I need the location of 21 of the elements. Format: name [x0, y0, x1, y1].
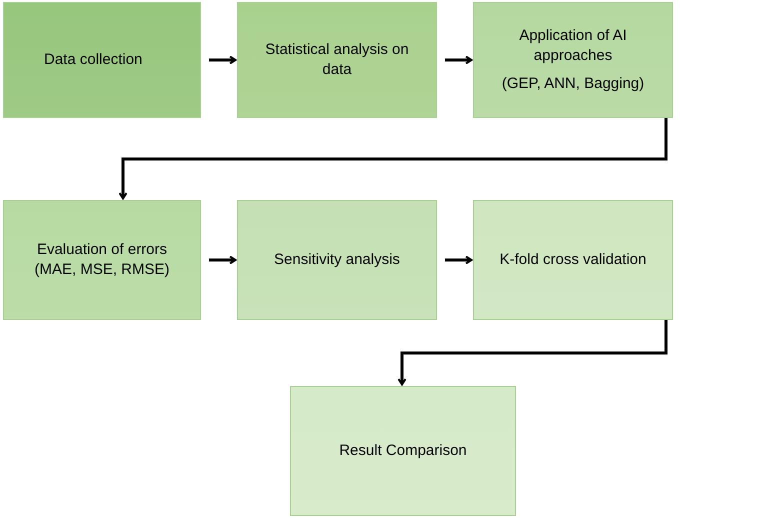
arrow [209, 56, 236, 64]
process-box [3, 200, 201, 320]
box-text: Data collection [44, 50, 144, 70]
process-box [237, 2, 437, 118]
box-text: Evaluation of errors (MAE, MSE, RMSE) [33, 240, 170, 280]
box-text: Application of AI approaches [518, 26, 628, 66]
arrow [398, 320, 668, 386]
box-text: (GEP, ANN, Bagging) [500, 74, 646, 94]
box-text: K-fold cross validation [498, 250, 648, 270]
arrow [445, 256, 472, 264]
process-box [237, 200, 437, 320]
box-text: Sensitivity analysis [273, 250, 401, 270]
process-box [473, 2, 673, 118]
process-box [473, 200, 673, 320]
arrow [209, 256, 236, 264]
process-box [3, 2, 201, 118]
box-text: Result Comparison [338, 440, 468, 461]
box-text: Statistical analysis on data [264, 40, 410, 80]
process-box [290, 386, 516, 516]
arrow [118, 118, 668, 200]
arrow [445, 56, 472, 64]
